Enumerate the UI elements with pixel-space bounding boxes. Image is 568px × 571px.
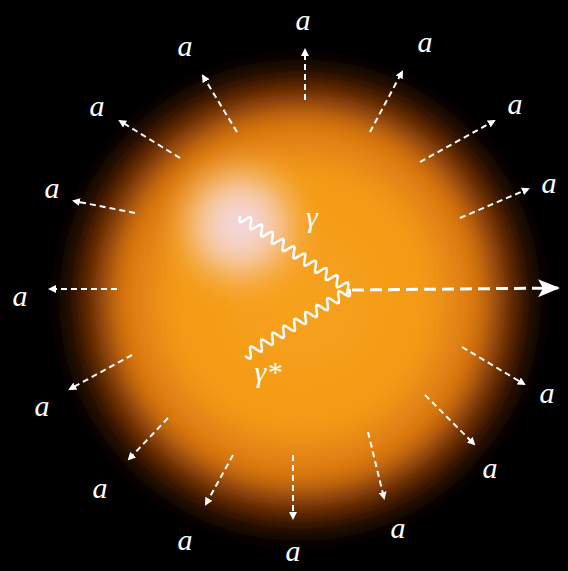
axion-label: a	[178, 525, 193, 555]
axion-label: a	[296, 5, 311, 35]
axion-label: a	[542, 168, 557, 198]
axion-label: a	[483, 453, 498, 483]
virtual-photon-label: γ*	[255, 357, 282, 387]
axion-label: a	[391, 513, 406, 543]
photon-line	[239, 216, 348, 294]
axion-label: a	[45, 173, 60, 203]
axion-label: a	[540, 378, 555, 408]
outgoing-axion	[352, 288, 558, 290]
axion-arrows	[50, 50, 528, 518]
axion-label: a	[90, 91, 105, 121]
axion-label: a	[13, 281, 28, 311]
virtual-photon-line	[245, 289, 350, 359]
axion-label: a	[35, 391, 50, 421]
photon-label: γ	[306, 202, 318, 232]
axion-label: a	[178, 31, 193, 61]
axion-label: a	[418, 27, 433, 57]
axion-label: a	[93, 473, 108, 503]
axion-label: a	[508, 89, 523, 119]
axion-label: a	[286, 536, 301, 566]
